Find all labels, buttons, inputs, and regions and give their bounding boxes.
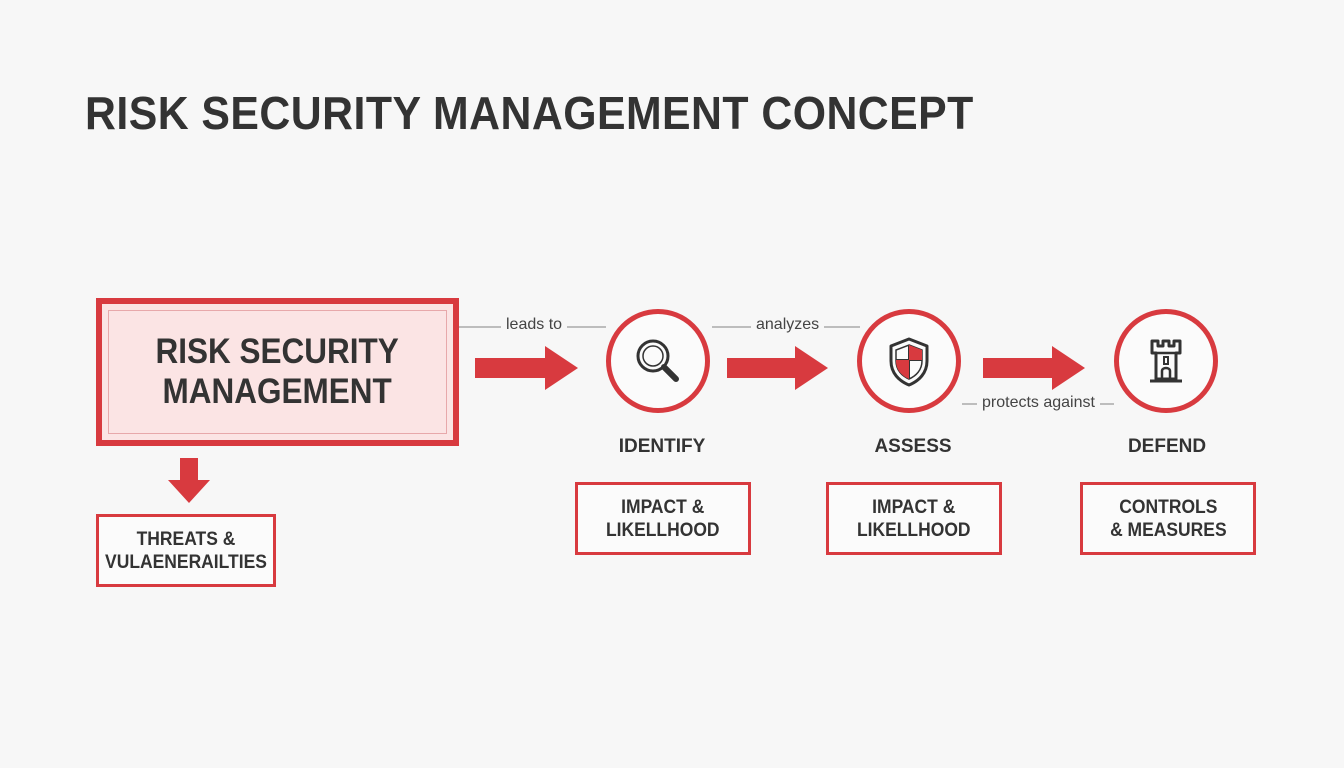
threats-node: THREATS & VULAENERAILTIES	[96, 514, 276, 587]
main-node-label: RISK SECURITY MANAGEMENT	[155, 332, 400, 411]
shield-icon	[889, 337, 929, 387]
arrow-to-identify	[475, 346, 578, 390]
identify-detail-label: IMPACT & LIKELLHOOD	[606, 496, 720, 541]
connector-label-protects-against: protects against	[977, 394, 1100, 412]
assess-detail-label: IMPACT & LIKELLHOOD	[857, 496, 971, 541]
defend-circle	[1114, 309, 1218, 413]
assess-detail-box: IMPACT & LIKELLHOOD	[826, 482, 1002, 555]
arrow-to-defend	[983, 346, 1085, 390]
identify-detail-box: IMPACT & LIKELLHOOD	[575, 482, 751, 555]
identify-circle	[606, 309, 710, 413]
magnifier-icon	[636, 339, 679, 382]
main-node-risk-security-management: RISK SECURITY MANAGEMENT	[96, 298, 459, 446]
assess-circle	[857, 309, 961, 413]
connector-label-analyzes: analyzes	[751, 316, 825, 334]
arrow-to-assess	[727, 346, 828, 390]
defend-detail-box: CONTROLS & MEASURES	[1080, 482, 1256, 555]
arrow-to-threats	[168, 458, 210, 503]
step-label-defend: DEFEND	[1127, 436, 1207, 457]
main-node-inner-border	[108, 310, 447, 434]
castle-tower-icon	[1150, 339, 1182, 383]
step-label-assess: ASSESS	[874, 436, 952, 457]
connector-label-leads-to: leads to	[501, 316, 568, 334]
defend-detail-label: CONTROLS & MEASURES	[1109, 496, 1227, 541]
threats-node-label: THREATS & VULAENERAILTIES	[105, 528, 267, 573]
step-label-identify: IDENTIFY	[618, 436, 706, 457]
page-title: RISK SECURITY MANAGEMENT CONCEPT	[85, 87, 974, 139]
